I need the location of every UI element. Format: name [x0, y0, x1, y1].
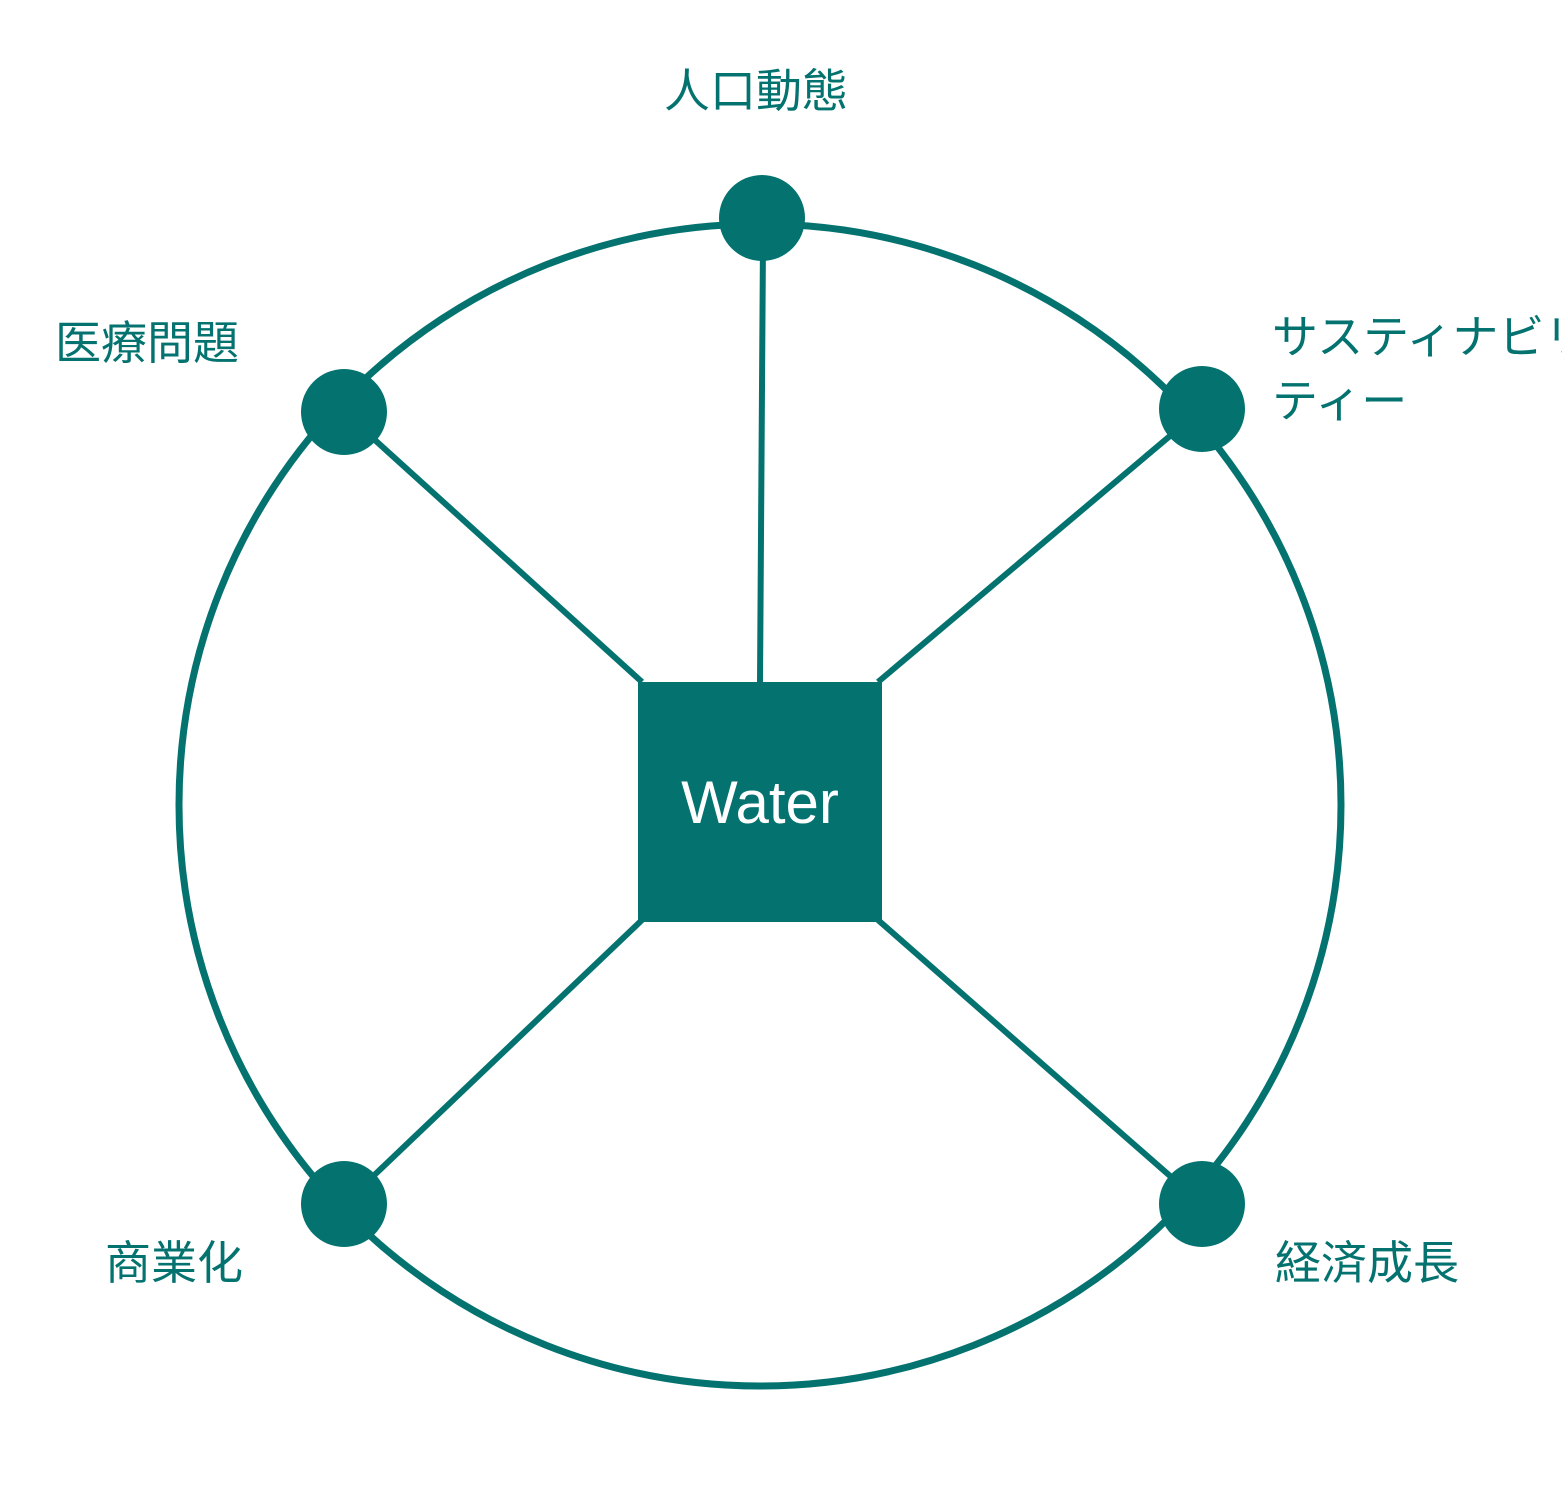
- center-box: [638, 682, 882, 922]
- node-top-right: [1159, 366, 1245, 452]
- label-top: 人口動態: [664, 64, 848, 118]
- label-top-right-line2: ティー: [1272, 374, 1408, 428]
- connector-top-right: [876, 406, 1204, 685]
- connector-top: [757, 239, 766, 683]
- connector-bottom-right: [876, 917, 1204, 1207]
- connector-top-left: [341, 409, 645, 685]
- label-bottom-right: 経済成長: [1275, 1236, 1459, 1290]
- label-top-left: 医療問題: [55, 316, 239, 370]
- center-label: Water: [681, 768, 839, 836]
- node-bottom-right: [1159, 1161, 1245, 1247]
- label-bottom-left: 商業化: [105, 1236, 243, 1290]
- node-bottom-left: [301, 1161, 387, 1247]
- node-top-left: [301, 369, 387, 455]
- label-top-right-line1: サスティナビリ: [1272, 310, 1562, 364]
- node-top: [719, 175, 805, 261]
- connector-bottom-left: [341, 917, 645, 1207]
